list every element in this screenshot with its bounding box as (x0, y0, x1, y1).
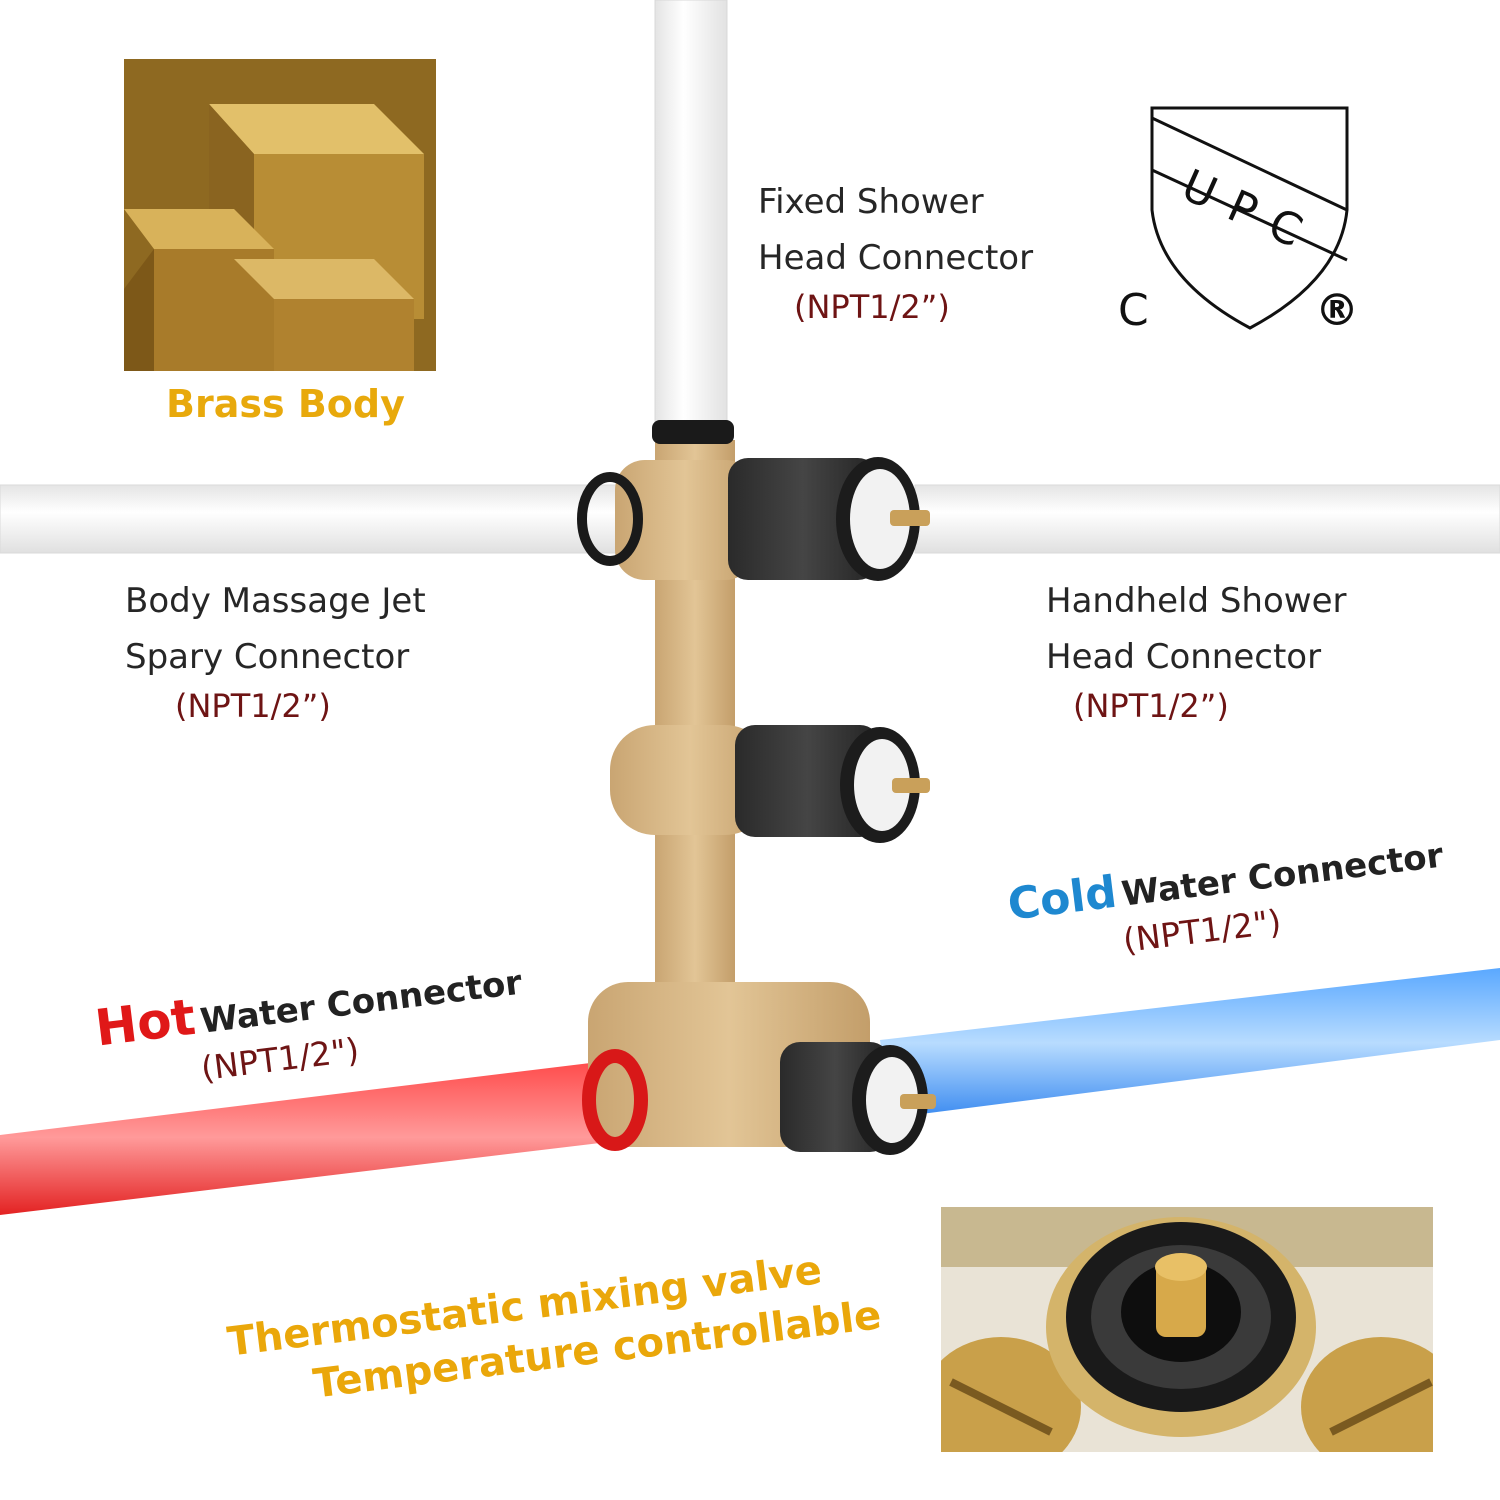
mid-port-body (610, 725, 770, 835)
hot-pipe (0, 1060, 625, 1215)
top-port-body (615, 460, 755, 580)
handheld-pipe (914, 484, 1500, 554)
handheld-spec: (NPT1/2”) (1073, 687, 1229, 725)
hot-gasket (582, 1049, 648, 1151)
hot-emph: Hot (92, 987, 199, 1058)
handheld-line1: Handheld Shower (1046, 581, 1347, 621)
fixed-connector-label: Fixed Shower Head Connector (NPT1/2”) (758, 174, 1033, 326)
bottom-cap (780, 1042, 936, 1155)
massage-line2: Spary Connector (125, 637, 410, 677)
fixed-spec: (NPT1/2”) (794, 288, 950, 326)
massage-pipe (0, 484, 621, 554)
massage-line1: Body Massage Jet (125, 581, 426, 621)
left-gasket (577, 472, 643, 566)
cold-pipe (880, 968, 1500, 1118)
valve-cartridge-photo (941, 1207, 1433, 1452)
fixed-line1: Fixed Shower (758, 182, 984, 222)
massage-spec: (NPT1/2”) (175, 687, 331, 725)
upc-shield-logo: UPC C ® (1115, 100, 1375, 340)
registered-mark: ® (1315, 285, 1359, 336)
handheld-connector-label: Handheld Shower Head Connector (NPT1/2”) (1046, 573, 1346, 725)
upc-c-letter: C (1118, 285, 1149, 336)
fixed-line2: Head Connector (758, 238, 1034, 278)
brass-body-title: Brass Body (166, 382, 405, 426)
brass-body-photo (124, 59, 436, 371)
middle-cap (735, 725, 930, 843)
handheld-line2: Head Connector (1046, 637, 1322, 677)
fixed-pipe (654, 0, 728, 431)
massage-connector-label: Body Massage Jet Spary Connector (NPT1/2… (125, 573, 426, 725)
top-cap (728, 457, 930, 581)
top-gasket (652, 420, 734, 444)
